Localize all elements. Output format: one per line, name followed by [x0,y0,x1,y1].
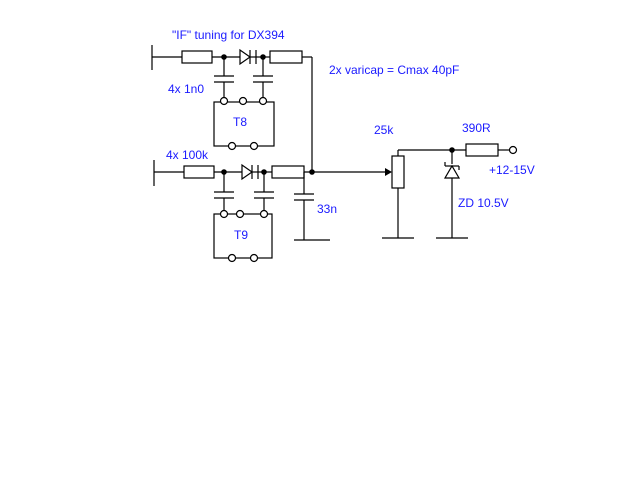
varicap-label: 2x varicap = Cmax 40pF [329,63,459,77]
top-capacitor-left [214,57,234,98]
wiper-arrow [385,168,392,176]
transformer-t9 [213,209,273,263]
zener-label: ZD 10.5V [458,196,509,210]
bottom-capacitor-left [214,172,234,214]
bottom-resistor-2 [271,165,305,179]
bottom-varicap-diode [241,163,259,181]
t9-label: T9 [234,228,248,242]
pot-label: 25k [374,123,394,137]
top-resistor-1 [181,50,213,64]
series-resistor [465,143,499,157]
caps-label: 4x 1n0 [168,82,204,96]
bottom-capacitor-right [254,172,274,214]
potentiometer [382,150,414,239]
bypass-capacitor [294,172,330,241]
bypass-cap-label: 33n [317,202,337,216]
series-resistor-label: 390R [462,121,491,135]
top-capacitor-right [253,57,273,98]
supply-label: +12-15V [489,163,535,177]
bus-junction [309,169,315,175]
transformer-t8 [213,96,275,151]
bottom-branch [153,160,305,263]
title-label: "IF" tuning for DX394 [172,28,285,42]
supply-terminal [508,145,518,155]
top-branch [151,45,312,151]
top-varicap-diode [239,48,257,66]
zener-diode [436,150,468,239]
t8-label: T8 [233,115,247,129]
resistors-label: 4x 100k [166,148,209,162]
top-resistor-2 [269,50,303,64]
common-bus [304,57,392,176]
bottom-resistor-1 [183,165,215,179]
